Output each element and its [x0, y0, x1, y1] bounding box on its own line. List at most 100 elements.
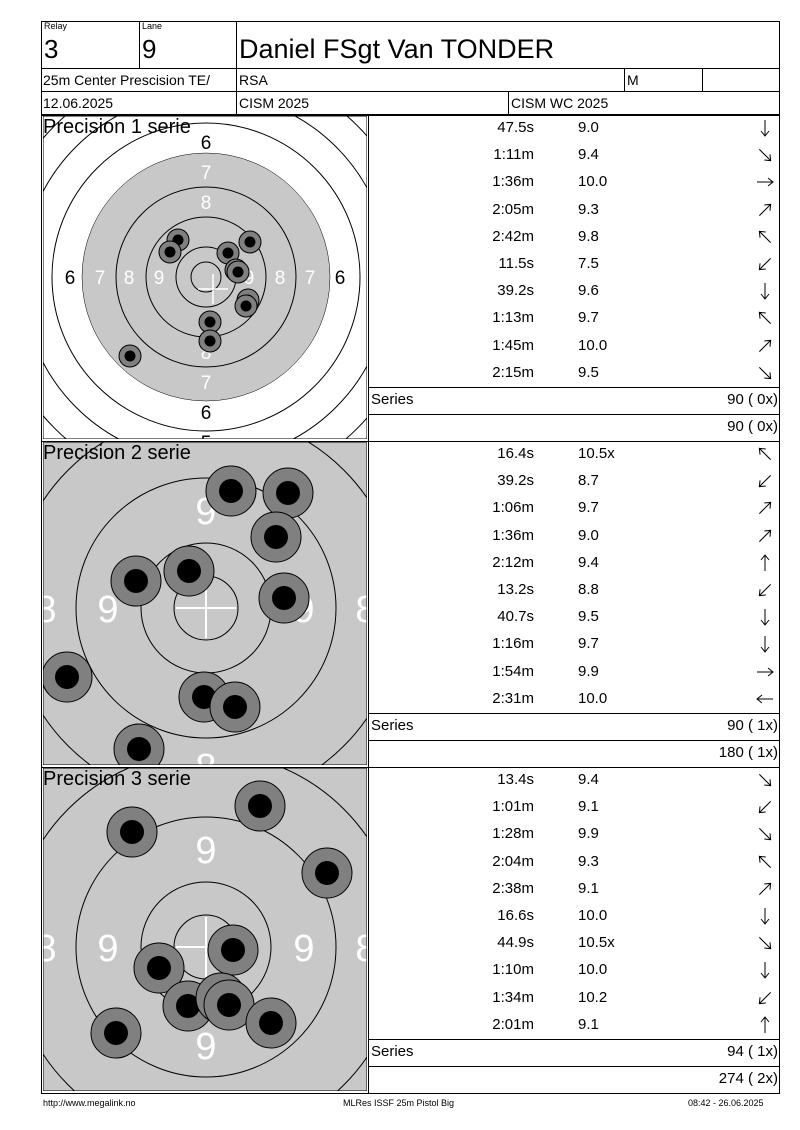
ring-number: 8 [124, 268, 135, 289]
shot-score: 9.7 [578, 635, 599, 653]
shot-score: 10.5x [578, 934, 615, 952]
direction-arrow-icon [758, 475, 772, 488]
shot-score: 9.7 [578, 309, 599, 327]
shot-core [222, 247, 234, 259]
direction-arrow-icon [760, 120, 770, 137]
shot-core [259, 1011, 283, 1035]
direction-arrow-icon [758, 529, 772, 542]
direction-arrow-icon [757, 667, 774, 676]
shot-score: 9.5 [578, 608, 599, 626]
direction-arrow-icon [758, 583, 772, 597]
target-ring [51, 122, 361, 432]
direction-arrow-icon [758, 149, 772, 162]
shot-score: 10.5x [578, 445, 615, 462]
lane-label: Lane [142, 21, 163, 31]
shot-score: 10.2 [578, 988, 608, 1006]
direction-arrow-icon [760, 609, 770, 626]
shot-time: 16.4s [497, 445, 534, 462]
direction-arrow-icon [758, 828, 772, 841]
ring-number: 8 [201, 193, 212, 214]
ring-number: 8 [195, 747, 216, 789]
shot-score: 9.6 [578, 282, 599, 300]
series-title: Precision 3 serie [43, 768, 191, 790]
date: 12.06.2025 [43, 95, 114, 111]
ring-number: 7 [305, 268, 316, 289]
shot-time: 1:01m [492, 798, 534, 816]
ring-number: 8 [35, 928, 56, 970]
shot-score: 9.1 [578, 1015, 599, 1033]
running-total: 274 ( 2x) [718, 1070, 778, 1087]
shooter-name: Daniel FSgt Van TONDER [239, 34, 555, 64]
header-divider [508, 91, 509, 115]
shot-core [204, 335, 216, 347]
relay-value: 3 [44, 34, 59, 64]
ring-number: 6 [65, 268, 76, 289]
shot-core [177, 559, 201, 583]
shot-score: 9.4 [578, 771, 599, 788]
ring-number: 6 [335, 268, 346, 289]
series-row-divider [368, 740, 780, 741]
lane-value: 9 [142, 34, 157, 64]
header-divider [236, 68, 237, 91]
shot-core [219, 479, 243, 503]
shot-time: 2:04m [492, 852, 534, 870]
ring-number: 5 [201, 433, 212, 454]
direction-arrow-icon [760, 1015, 770, 1033]
shot-time: 40.7s [497, 608, 534, 626]
relay-label: Relay [44, 21, 68, 31]
direction-arrow-icon [758, 855, 772, 868]
ring-number: 7 [201, 373, 212, 394]
shot-score: 7.5 [578, 255, 599, 272]
header-divider [41, 91, 780, 92]
shot-score: 10.0 [578, 907, 608, 924]
header-divider [702, 68, 703, 91]
ring-number: 8 [355, 928, 376, 970]
ring-number: 9 [154, 268, 165, 289]
series-total: 94 ( 1x) [727, 1043, 778, 1060]
direction-arrow-icon [758, 257, 772, 271]
shot-score: 9.7 [578, 499, 599, 517]
shot-core [120, 820, 144, 844]
direction-arrow-icon [758, 366, 772, 380]
shot-core [204, 316, 216, 328]
series-label: Series [371, 391, 414, 408]
series-label: Series [371, 1043, 414, 1060]
shot-time: 39.2s [497, 472, 534, 490]
event-name: 25m Center Prescision TE/ [43, 72, 211, 88]
ring-number: 6 [201, 403, 212, 424]
shot-time: 1:13m [492, 309, 534, 327]
target-ring [75, 816, 337, 1078]
results-box [41, 115, 780, 1094]
ring-number: 9 [97, 589, 118, 631]
shot-score: 10.0 [578, 961, 608, 979]
shot-score: 9.1 [578, 798, 599, 816]
shot-score: 9.9 [578, 825, 599, 843]
shot-time: 16.6s [497, 907, 534, 924]
shot-score: 9.5 [578, 363, 599, 381]
shot-time: 13.4s [497, 771, 534, 788]
shot-time: 2:15m [492, 363, 534, 381]
gender: M [627, 72, 639, 88]
shot-score: 10.0 [578, 336, 608, 354]
running-total: 90 ( 0x) [727, 418, 778, 435]
shot-score: 9.3 [578, 200, 599, 218]
shot-score: 9.3 [578, 852, 599, 870]
shot-time: 11.5s [498, 255, 534, 272]
ring-number: 8 [35, 589, 56, 631]
column-divider [368, 115, 369, 1094]
direction-arrow-icon [758, 801, 772, 814]
ring-number: 7 [95, 268, 106, 289]
shot-core [248, 794, 272, 818]
shot-score: 8.8 [578, 581, 599, 598]
direction-arrow-icon [758, 773, 772, 787]
direction-arrow-icon [758, 502, 772, 515]
shot-time: 1:36m [492, 173, 534, 191]
series-divider [41, 767, 780, 768]
footer-url[interactable]: http://www.megalink.no [43, 1098, 136, 1108]
ring-number: 9 [195, 1026, 216, 1068]
direction-arrow-icon [758, 203, 772, 216]
shot-core [147, 956, 171, 980]
target-ring [115, 186, 297, 368]
